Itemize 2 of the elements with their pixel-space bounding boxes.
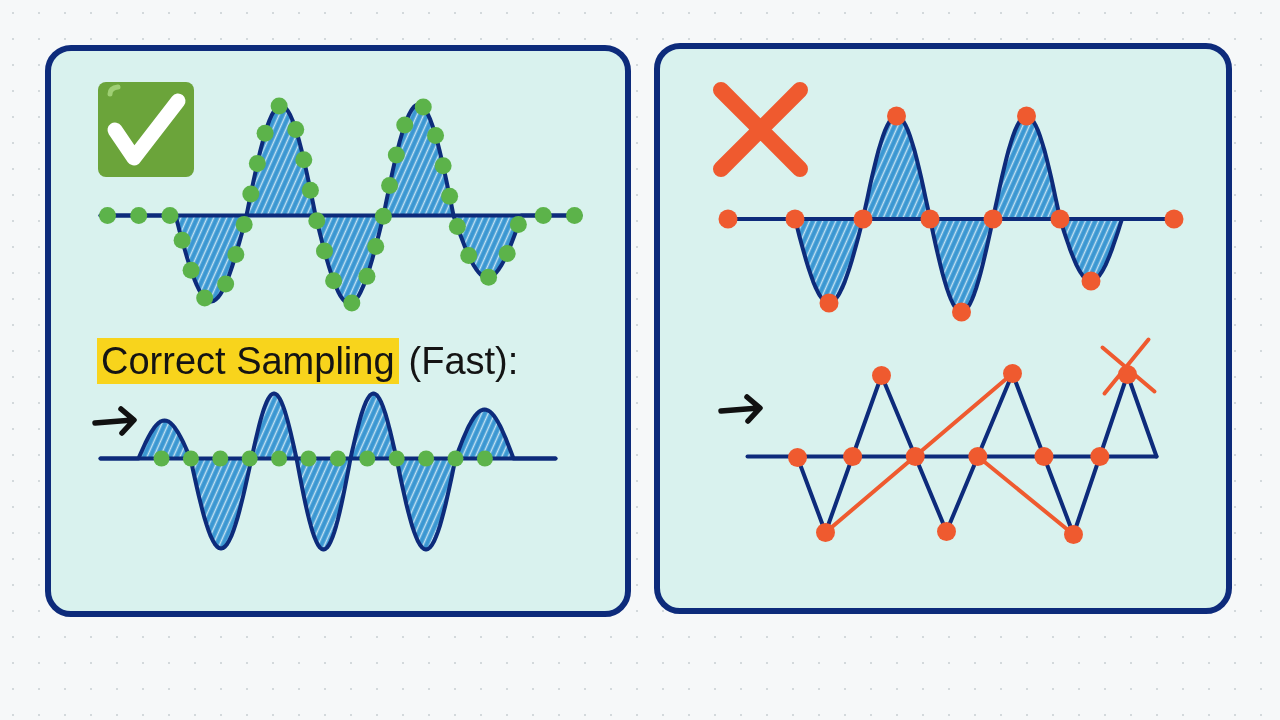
heading-note: (Fast):	[408, 339, 519, 384]
highlighted-heading: Correct Sampling	[97, 338, 399, 384]
